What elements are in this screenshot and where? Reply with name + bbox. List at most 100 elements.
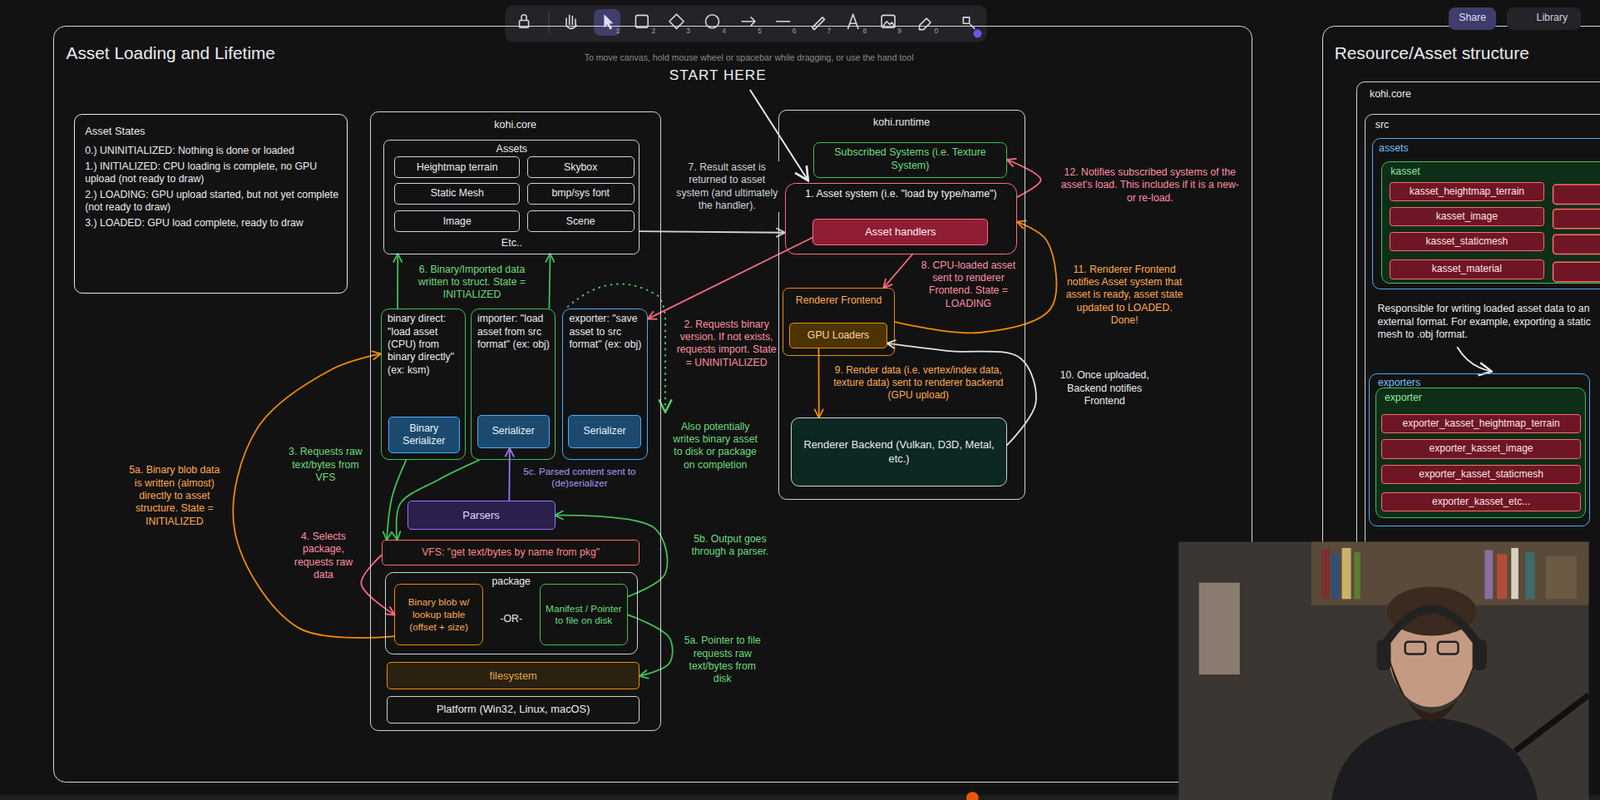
more-tools-icon bbox=[962, 17, 974, 29]
note-label: Responsible for writing loaded asset dat… bbox=[1377, 302, 1595, 341]
lock-icon bbox=[521, 14, 527, 21]
box-text: Renderer Backend (Vulkan, D3D, Metal, et… bbox=[797, 438, 1000, 465]
box-text: exporter_kasset_etc... bbox=[1432, 495, 1531, 509]
cut-off-file-box bbox=[1553, 209, 1600, 229]
box-text: Image bbox=[443, 215, 472, 228]
box-text: Etc.. bbox=[501, 237, 523, 251]
blob-box: Binary blob w/ lookup table (offset + si… bbox=[394, 583, 484, 646]
box-text: 1.) INITIALIZED: CPU loading is complete… bbox=[84, 160, 339, 187]
webcam-shelf bbox=[1311, 542, 1590, 606]
box-heading: kohi.runtime bbox=[873, 116, 930, 130]
tool-badge bbox=[973, 29, 983, 39]
shortcut-number: 1 bbox=[612, 26, 623, 36]
webcam-book bbox=[1331, 553, 1339, 599]
serializer-box: Serializer bbox=[477, 414, 550, 449]
webcam-headset bbox=[1376, 639, 1391, 671]
box-text: Share bbox=[1458, 11, 1487, 25]
box-heading: Renderer Frontend bbox=[795, 294, 883, 307]
box-text: exporter_kasset_staticmesh bbox=[1418, 468, 1544, 481]
box-text: Subscribed Systems (i.e. Texture System) bbox=[819, 146, 1000, 173]
file-box: kasset_image bbox=[1389, 207, 1546, 227]
file-box: exporter_kasset_heightmap_terrain bbox=[1381, 414, 1582, 434]
select-cursor-icon bbox=[603, 14, 613, 30]
step-label: 6. Binary/Imported data written to struc… bbox=[408, 263, 536, 302]
box-text: Asset States bbox=[84, 124, 145, 139]
serializer-box: Serializer bbox=[567, 414, 642, 449]
box-text: Platform (Win32, Linux, macOS) bbox=[436, 702, 591, 717]
box-text: filesystem bbox=[489, 669, 538, 683]
box-heading: exporter: "save asset to src format" (ex… bbox=[568, 312, 643, 351]
webcam-person-head bbox=[1388, 601, 1475, 708]
folder-box: exportersexporter exporter_kasset_heightm… bbox=[1368, 373, 1591, 527]
webcam-glasses bbox=[1405, 641, 1427, 655]
webcam-headset bbox=[1472, 639, 1487, 671]
module-box: kohi.coreAssetsEtc..Heightmap terrainSky… bbox=[370, 111, 662, 731]
platform-box: Platform (Win32, Linux, macOS) bbox=[386, 696, 640, 724]
note-pointer bbox=[1456, 346, 1492, 371]
step-label: 4. Selects package, requests raw data bbox=[291, 530, 357, 582]
serializer-box: Binary Serializer bbox=[388, 416, 460, 454]
box-heading: package bbox=[492, 575, 531, 588]
loader-box: importer: "load asset from src format" (… bbox=[470, 308, 556, 461]
box-heading: importer: "load asset from src format" (… bbox=[477, 312, 551, 351]
webcam-person-body bbox=[1331, 717, 1538, 800]
cut-off-file-box bbox=[1553, 261, 1600, 282]
box-text: Serializer bbox=[492, 424, 535, 438]
dotted-note-pointer bbox=[567, 283, 666, 412]
diagram-frame: Resource/Asset structurekohi.coresrcasse… bbox=[1322, 25, 1600, 800]
box-text: 2.) LOADING: GPU upload started, but not… bbox=[84, 188, 339, 215]
webcam-book bbox=[1353, 552, 1360, 599]
canvas-hint: To move canvas, hold mouse wheel or spac… bbox=[553, 52, 944, 64]
file-box: kasset_staticmesh bbox=[1389, 232, 1546, 252]
state-list-box: Asset States 0.) UNINITIALIZED: Nothing i… bbox=[74, 113, 348, 294]
step-label: 5b. Output goes through a parser. bbox=[681, 533, 780, 559]
box-text: kasset_heightmap_terrain bbox=[1409, 185, 1525, 198]
box-text: Parsers bbox=[462, 508, 499, 523]
box-text: exporter_kasset_image bbox=[1429, 442, 1534, 455]
record-dot bbox=[966, 791, 979, 800]
cut-off-file-box bbox=[1553, 234, 1600, 254]
flow-arrow bbox=[639, 231, 785, 233]
cut-off-file-box bbox=[1553, 184, 1600, 204]
shortcut-number: 2 bbox=[648, 26, 658, 36]
bottom-bar bbox=[0, 795, 1600, 800]
step-label: 5a. Binary blob data is written (almost)… bbox=[127, 464, 222, 529]
start-callout: START HERE bbox=[648, 66, 787, 84]
step-label: 5a. Pointer to file requests raw text/by… bbox=[681, 634, 764, 686]
eraser-icon bbox=[919, 18, 931, 30]
box-text: kasset_image bbox=[1436, 210, 1498, 223]
shortcut-number: 9 bbox=[894, 26, 904, 36]
flow-arrow bbox=[1007, 159, 1042, 198]
pencil-icon bbox=[812, 17, 825, 30]
box-text: Skybox bbox=[563, 161, 598, 174]
box-heading: exporters bbox=[1377, 376, 1421, 390]
webcam-headset bbox=[1382, 609, 1482, 649]
box-text: exporter_kasset_heightmap_terrain bbox=[1402, 417, 1561, 430]
webcam-person-beard bbox=[1388, 656, 1477, 722]
asset-type-box: Static Mesh bbox=[394, 182, 520, 205]
box-heading: src bbox=[1375, 118, 1389, 132]
step-label: 3. Requests raw text/bytes from VFS bbox=[286, 445, 366, 484]
box-text: 0.) UNINITIALIZED: Nothing is done or lo… bbox=[84, 144, 295, 158]
step-label: 11. Renderer Frontend notifies Asset sys… bbox=[1063, 263, 1186, 328]
box-heading: exporter bbox=[1384, 391, 1423, 405]
webcam-figure bbox=[1545, 556, 1577, 600]
box-heading: Asset Loading and Lifetime bbox=[66, 42, 276, 65]
module-box: kohi.coresrcassetskassetkasset_heightmap… bbox=[1356, 81, 1600, 800]
shortcut-number: 6 bbox=[790, 26, 800, 36]
box-text: Binary Serializer bbox=[392, 422, 457, 449]
box-heading: binary direct: "load asset (CPU) from bi… bbox=[387, 312, 461, 377]
file-box: exporter_kasset_etc... bbox=[1381, 492, 1582, 512]
box-text: Static Mesh bbox=[430, 187, 484, 200]
renderer-box: Renderer FrontendGPU Loaders bbox=[782, 287, 895, 356]
box-text: -OR- bbox=[499, 612, 523, 626]
file-box: kasset_heightmap_terrain bbox=[1389, 182, 1546, 202]
handler-box: Asset handlers bbox=[812, 218, 988, 246]
webcam-book bbox=[1321, 549, 1330, 599]
manifest-box: Manifest / Pointer to file on disk bbox=[539, 583, 629, 646]
box-heading: kohi.core bbox=[493, 118, 537, 133]
line-icon bbox=[776, 20, 791, 23]
